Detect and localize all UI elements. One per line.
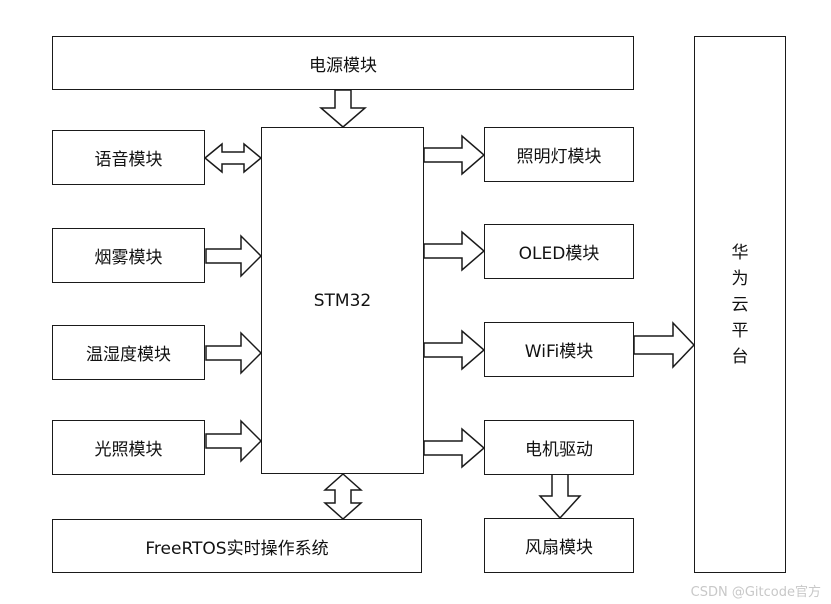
cloud-label-char: 云 (731, 294, 749, 315)
arrow-mcu-to-wifi (423, 329, 486, 371)
arrow-smoke-to-mcu (205, 234, 263, 278)
power-module-block: 电源模块 (52, 36, 634, 90)
smoke-module-block: 烟雾模块 (52, 228, 205, 283)
arrow-mcu-to-motor (423, 427, 486, 469)
huawei-cloud-platform-block: 华 为 云 平 台 (694, 36, 786, 573)
arrow-power-to-mcu (318, 89, 368, 128)
temp-humidity-module-label: 温湿度模块 (86, 345, 171, 365)
fan-module-block: 风扇模块 (484, 518, 634, 573)
mcu-label: STM32 (313, 290, 372, 311)
lighting-module-block: 照明灯模块 (484, 127, 634, 182)
light-sensor-module-label: 光照模块 (94, 440, 163, 460)
arrow-mcu-rtos-bidirectional (323, 472, 363, 521)
rtos-label: FreeRTOS实时操作系统 (145, 538, 329, 559)
arrow-mcu-to-oled (423, 230, 486, 272)
watermark: CSDN @Gitcode官方 (690, 585, 821, 600)
voice-module-label: 语音模块 (94, 150, 163, 170)
cloud-label-char: 台 (731, 346, 749, 367)
lighting-module-label: 照明灯模块 (516, 147, 602, 167)
voice-module-block: 语音模块 (52, 130, 205, 185)
arrow-voice-mcu-bidirectional (203, 142, 263, 174)
cloud-label-char: 平 (731, 320, 749, 341)
wifi-module-block: WiFi模块 (484, 322, 634, 377)
arrow-mcu-to-lighting (423, 134, 486, 176)
light-sensor-module-block: 光照模块 (52, 420, 205, 475)
wifi-module-label: WiFi模块 (524, 342, 594, 362)
arrow-light-to-mcu (205, 419, 263, 463)
arrow-temp-to-mcu (205, 331, 263, 375)
temp-humidity-module-block: 温湿度模块 (52, 325, 205, 380)
cloud-label-char: 华 (731, 242, 749, 263)
oled-module-label: OLED模块 (518, 244, 600, 264)
motor-driver-block: 电机驱动 (484, 420, 634, 475)
motor-driver-label: 电机驱动 (525, 440, 593, 460)
arrow-wifi-to-cloud (633, 321, 696, 369)
arrow-motor-to-fan (538, 472, 582, 520)
smoke-module-label: 烟雾模块 (94, 248, 163, 268)
mcu-block: STM32 (261, 127, 424, 474)
cloud-label-char: 为 (731, 268, 749, 289)
rtos-block: FreeRTOS实时操作系统 (52, 519, 422, 573)
fan-module-label: 风扇模块 (525, 538, 593, 558)
power-module-label: 电源模块 (309, 55, 377, 76)
oled-module-block: OLED模块 (484, 224, 634, 279)
